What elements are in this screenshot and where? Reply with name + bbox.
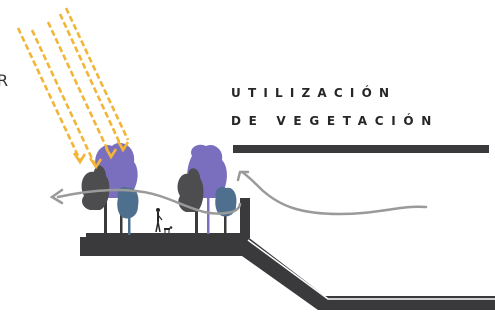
dog-icon — [164, 226, 173, 233]
sun-rays-icon — [16, 7, 130, 166]
tree-canopy-dark-left — [81, 165, 110, 210]
title-line-1: UTILIZACIÓN — [231, 86, 397, 100]
tree-canopy-blue-right — [215, 186, 237, 217]
cropped-edge-letter: R — [0, 71, 9, 90]
sun-ray-heads — [72, 140, 130, 170]
tree-cluster-left — [81, 142, 139, 235]
tree-canopy-dark-right — [177, 168, 204, 212]
ground-terrain — [80, 198, 495, 310]
person-icon — [155, 208, 163, 233]
tree-cluster-right — [177, 144, 237, 235]
tree-canopy-blue-left — [117, 186, 139, 219]
title-line-2: DE VEGETACIÓN — [231, 114, 440, 128]
title-underline-bar — [233, 145, 489, 153]
wind-arrow-icon — [49, 170, 428, 216]
wall-block — [240, 198, 250, 238]
